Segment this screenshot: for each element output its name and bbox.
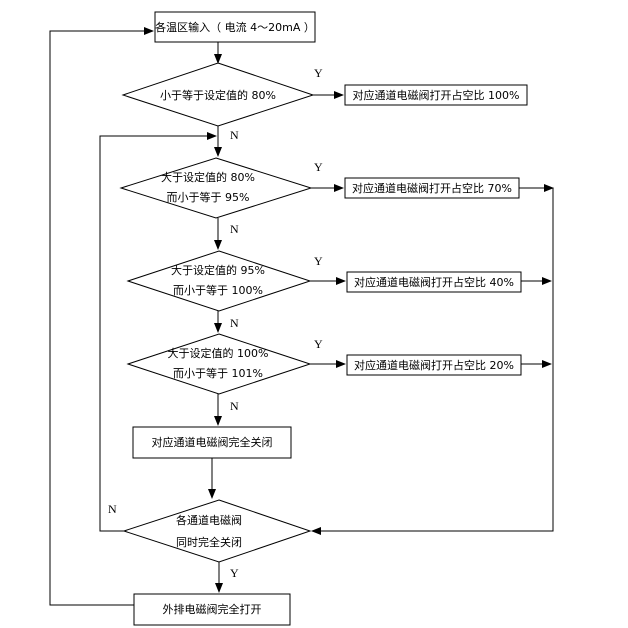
decision-4-label-line1: 大于设定值的 100% (168, 346, 269, 360)
decision-5 (122, 499, 312, 563)
label-d2-no: N (230, 222, 239, 236)
decision-2-label-line1: 大于设定值的 80% (161, 170, 255, 184)
result-box-1 (344, 84, 528, 106)
decision-5-label-line1: 各通道电磁阀 (176, 513, 242, 527)
label-d2-yes: Y (314, 160, 323, 174)
decision-4-label-line2: 而小于等于 101% (173, 366, 263, 380)
result-box-3 (346, 271, 522, 293)
label-d3-yes: Y (314, 254, 323, 268)
decision-2-label-line2: 而小于等于 95% (167, 190, 250, 204)
decision-1-label: 小于等于设定值的 80% (160, 88, 276, 102)
label-d5-yes: Y (230, 566, 239, 580)
result-4-label: 对应通道电磁阀打开占空比 20% (354, 358, 514, 372)
decision-3 (126, 250, 312, 312)
label-d4-yes: Y (314, 337, 323, 351)
exhaust-valve-box (133, 593, 291, 626)
start-box (154, 11, 316, 43)
close-all-box (132, 426, 292, 459)
exhaust-valve-label: 外排电磁阀完全打开 (163, 602, 262, 616)
label-d5-no: N (108, 502, 117, 516)
decision-3-label-line1: 大于设定值的 95% (171, 263, 265, 277)
decision-5-label-line2: 同时完全关闭 (176, 535, 242, 549)
close-all-label: 对应通道电磁阀完全关闭 (152, 435, 273, 449)
arrow-exhaust-loop-to-start (49, 27, 154, 606)
result-box-4 (346, 354, 522, 376)
result-2-label: 对应通道电磁阀打开占空比 70% (352, 181, 512, 195)
label-d1-yes: Y (314, 66, 323, 80)
decision-3-label-line2: 而小于等于 100% (173, 283, 263, 297)
start-label: 各温区输入（ 电流 4～20mA ） (155, 20, 315, 34)
label-d1-no: N (230, 128, 239, 142)
arrow-d5-no-loop (99, 132, 217, 532)
label-d4-no: N (230, 399, 239, 413)
label-d3-no: N (230, 316, 239, 330)
result-3-label: 对应通道电磁阀打开占空比 40% (354, 275, 514, 289)
decision-4 (126, 333, 312, 395)
result-1-label: 对应通道电磁阀打开占空比 100% (353, 88, 520, 102)
decision-2 (119, 157, 313, 219)
arrow-r2-collector (311, 187, 554, 535)
